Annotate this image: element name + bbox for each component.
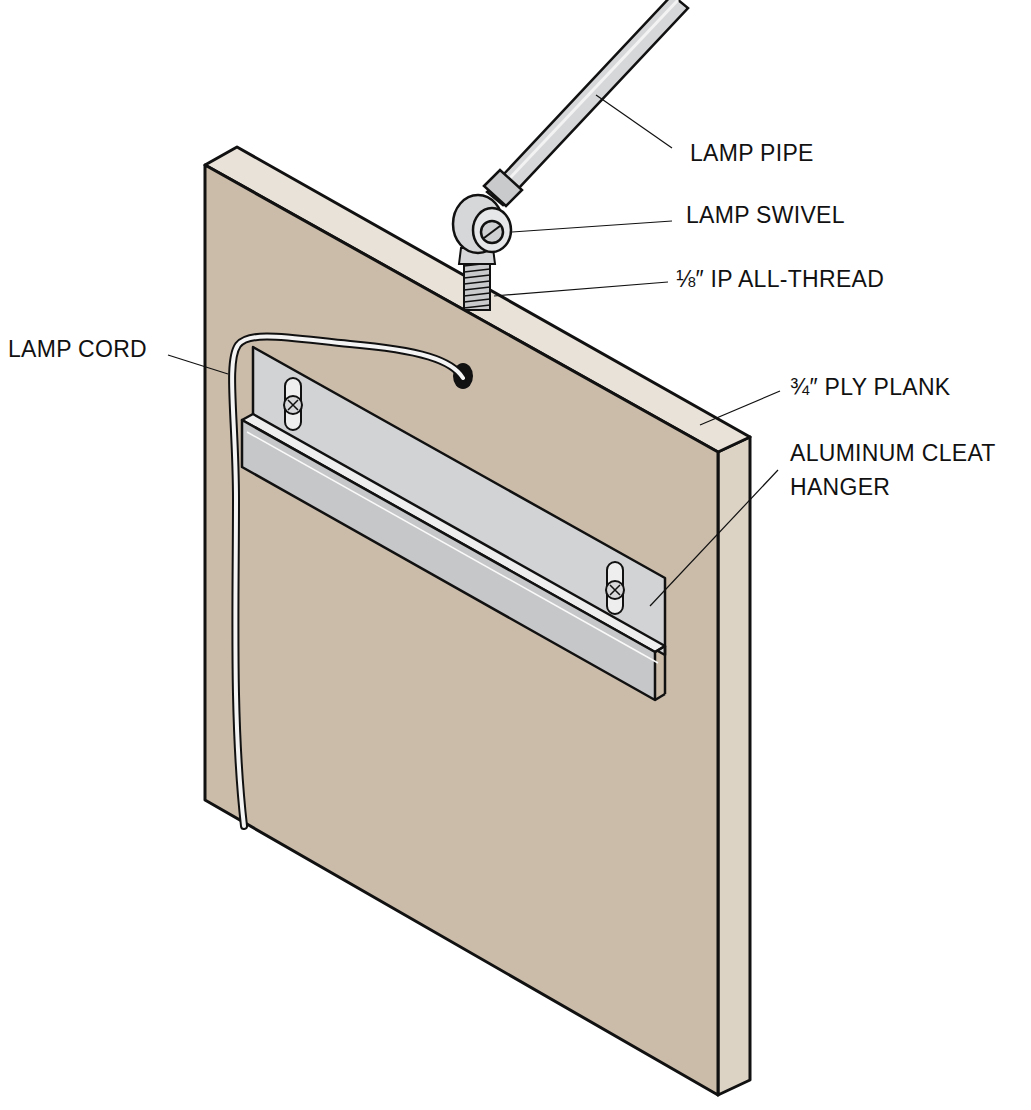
part-label: LAMP SWIVEL bbox=[686, 198, 986, 232]
lamp-pipe bbox=[484, 0, 688, 206]
part-label: LAMP PIPE bbox=[690, 136, 990, 170]
plank-side bbox=[718, 437, 750, 1095]
all-thread bbox=[459, 248, 495, 310]
lamp-cord bbox=[232, 336, 463, 826]
plank-front bbox=[205, 165, 718, 1095]
part-label: ⅛″ IP ALL-THREAD bbox=[676, 262, 1006, 296]
cleat-screws bbox=[284, 378, 624, 614]
part-label: ALUMINUM CLEAT HANGER bbox=[790, 436, 1026, 504]
cleat-lip bbox=[242, 420, 655, 700]
part-label: ¾″ PLY PLANK bbox=[790, 370, 1026, 404]
part-label: LAMP CORD bbox=[8, 332, 178, 366]
cleat-lip-top bbox=[242, 414, 665, 652]
lamp-swivel bbox=[453, 195, 511, 253]
leader-lines bbox=[168, 95, 780, 606]
